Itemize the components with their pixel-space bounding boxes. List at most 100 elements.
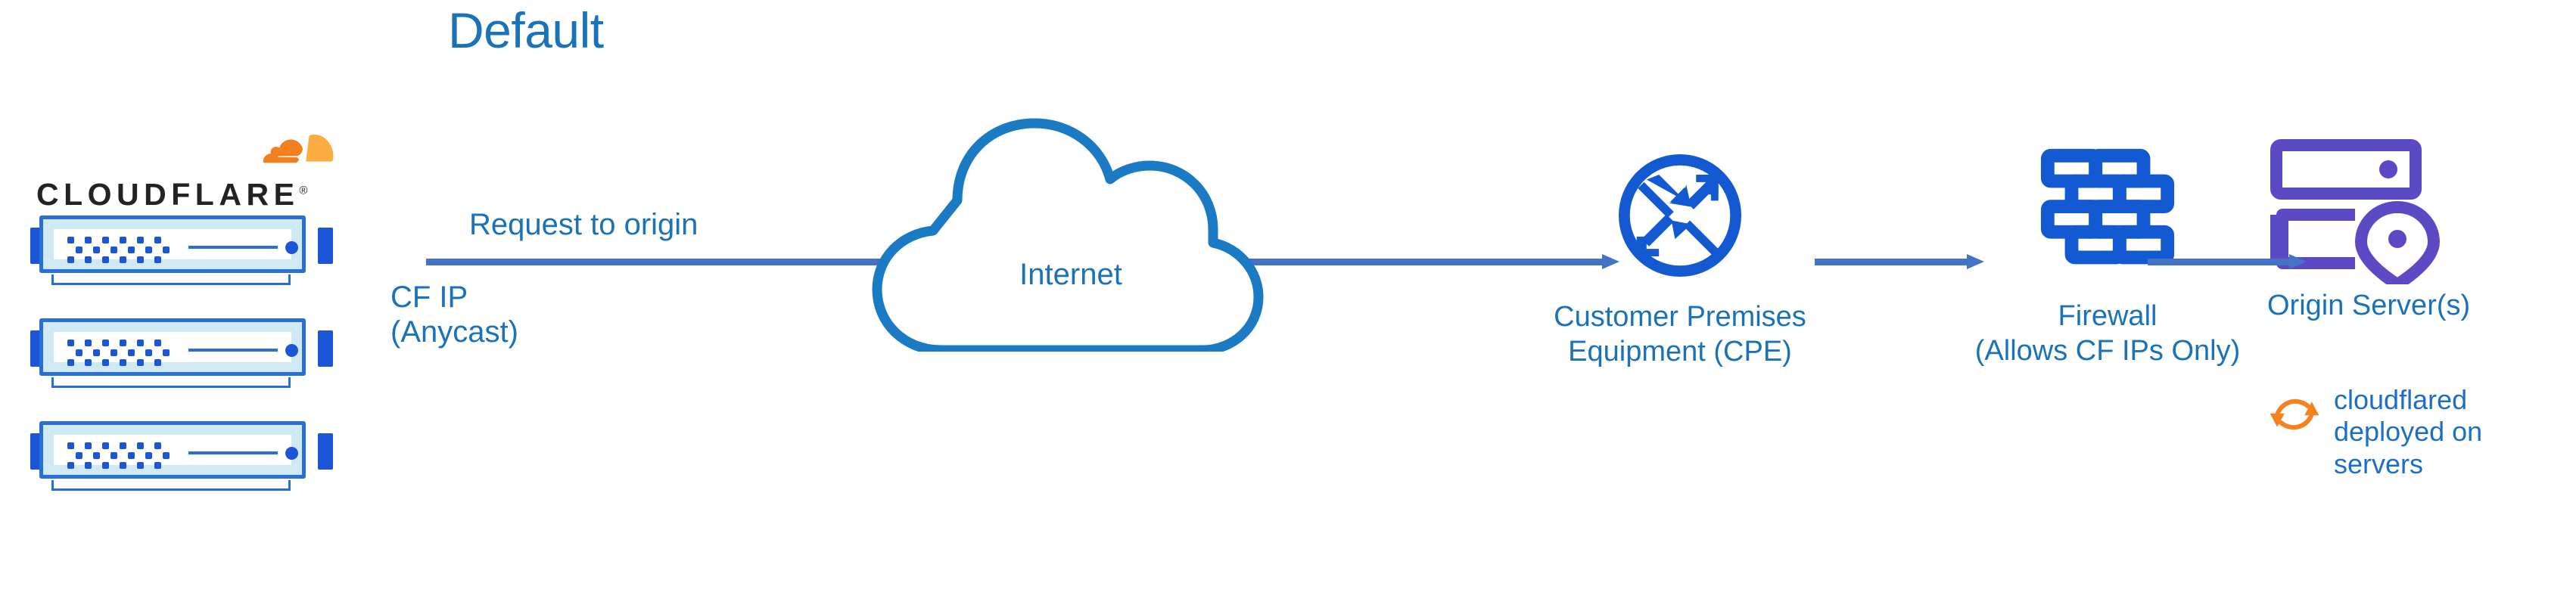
device-port-dot: [67, 256, 74, 263]
device-port-dot: [67, 340, 74, 346]
cloudflared-annotation: cloudflared deployed on servers: [2267, 384, 2576, 480]
edge-label-cf-ip: CF IP (Anycast): [390, 280, 518, 350]
cloudflare-cloud-mark-icon: [263, 135, 334, 163]
device-port-dot: [85, 359, 92, 366]
device-port-dot: [137, 256, 144, 263]
device-tab-right: [318, 228, 333, 264]
server-rack-location-pin-icon: [2270, 139, 2440, 290]
edge-server-device: [30, 318, 333, 388]
device-port-dot: [120, 462, 126, 469]
arrow-shaft: [1815, 259, 1967, 265]
device-body: [39, 318, 306, 376]
device-port-grid: [67, 442, 170, 469]
device-port-dot: [76, 452, 82, 459]
device-led-indicator: [285, 344, 298, 357]
device-port-dot: [137, 340, 144, 346]
device-status-line: [188, 349, 278, 352]
cloudflared-line-3: servers: [2334, 448, 2424, 479]
device-port-dot: [76, 349, 82, 356]
cloud-outline-icon: [872, 118, 1264, 355]
device-port-dot: [85, 340, 92, 346]
device-tab-right: [318, 433, 333, 470]
brick-wall-icon: [2040, 148, 2175, 265]
device-port-dot: [102, 237, 109, 243]
firewall-caption: Firewall (Allows CF IPs Only): [1926, 299, 2289, 368]
device-panel: [54, 435, 298, 469]
device-port-dot: [120, 340, 126, 346]
device-port-dot: [163, 349, 170, 356]
node-firewall: Firewall (Allows CF IPs Only): [1926, 144, 2289, 368]
device-led-indicator: [285, 447, 298, 460]
device-port-dot: [137, 359, 144, 366]
arrow-firewall-to-origin: [2148, 254, 2307, 269]
cpe-caption-line-2: Equipment (CPE): [1568, 335, 1792, 367]
cf-ip-line-2: (Anycast): [390, 315, 518, 349]
device-port-dot: [110, 247, 117, 253]
device-port-dot: [163, 452, 170, 459]
device-port-dot: [85, 237, 92, 243]
cpe-icon-box: [1487, 147, 1873, 284]
device-port-dot: [145, 349, 152, 356]
device-port-dot: [102, 462, 109, 469]
device-port-grid: [67, 237, 170, 263]
cloudflared-text: cloudflared deployed on servers: [2334, 384, 2482, 480]
cpe-caption: Customer Premises Equipment (CPE): [1487, 300, 1873, 369]
cloudflare-edge-servers: [30, 216, 333, 524]
device-port-dot: [128, 349, 135, 356]
arrow-head: [1967, 254, 1984, 269]
device-port-dot: [67, 442, 74, 449]
device-port-dot: [120, 359, 126, 366]
page-title: Default: [448, 2, 604, 58]
cloudflare-logo: CLOUDFLARE®: [36, 112, 339, 212]
device-port-dot: [102, 340, 109, 346]
firewall-caption-line-2: (Allows CF IPs Only): [1974, 334, 2241, 367]
device-port-dot: [102, 359, 109, 366]
arrow-head: [1602, 254, 1619, 269]
edge-server-device: [30, 421, 333, 491]
device-panel: [54, 229, 298, 263]
device-port-dot: [93, 247, 100, 253]
registered-mark: ®: [299, 184, 308, 197]
device-panel: [54, 332, 298, 366]
node-internet: Internet: [844, 110, 1298, 355]
arrow-shaft: [2148, 259, 2289, 265]
cloudflared-line-2: deployed on: [2334, 416, 2483, 448]
internet-label: Internet: [1019, 258, 1122, 291]
device-port-dot: [120, 237, 126, 243]
edge-label-request-to-origin: Request to origin: [469, 208, 698, 241]
cpe-caption-line-1: Customer Premises: [1554, 301, 1806, 333]
device-port-dot: [163, 247, 170, 253]
device-port-dot: [154, 359, 161, 366]
device-port-dot: [154, 462, 161, 469]
device-port-dot: [120, 256, 126, 263]
device-port-dot: [154, 256, 161, 263]
device-led-indicator: [285, 241, 298, 254]
device-status-line: [188, 246, 278, 249]
node-origin-server: Origin Server(s): [2240, 136, 2576, 324]
device-port-dot: [67, 359, 74, 366]
device-port-dot: [120, 442, 126, 449]
device-port-dot: [102, 442, 109, 449]
wordmark-text: CLOUDFLARE: [36, 177, 300, 212]
cf-ip-line-1: CF IP: [390, 281, 468, 314]
router-circle-icon: [1619, 154, 1741, 277]
device-base: [51, 377, 291, 388]
device-port-dot: [128, 247, 135, 253]
device-base: [51, 274, 291, 285]
firewall-icon-box: [1926, 144, 2289, 287]
device-port-dot: [137, 237, 144, 243]
sync-circular-arrows-icon: [2270, 398, 2319, 430]
device-port-dot: [128, 452, 135, 459]
device-port-dot: [93, 452, 100, 459]
device-port-dot: [110, 349, 117, 356]
device-port-dot: [137, 462, 144, 469]
device-port-dot: [67, 237, 74, 243]
firewall-caption-line-1: Firewall: [2058, 300, 2158, 332]
device-port-dot: [110, 452, 117, 459]
device-port-dot: [67, 462, 74, 469]
device-tab-right: [318, 330, 333, 367]
origin-caption: Origin Server(s): [2267, 290, 2471, 321]
device-port-dot: [93, 349, 100, 356]
edge-server-device: [30, 216, 333, 285]
